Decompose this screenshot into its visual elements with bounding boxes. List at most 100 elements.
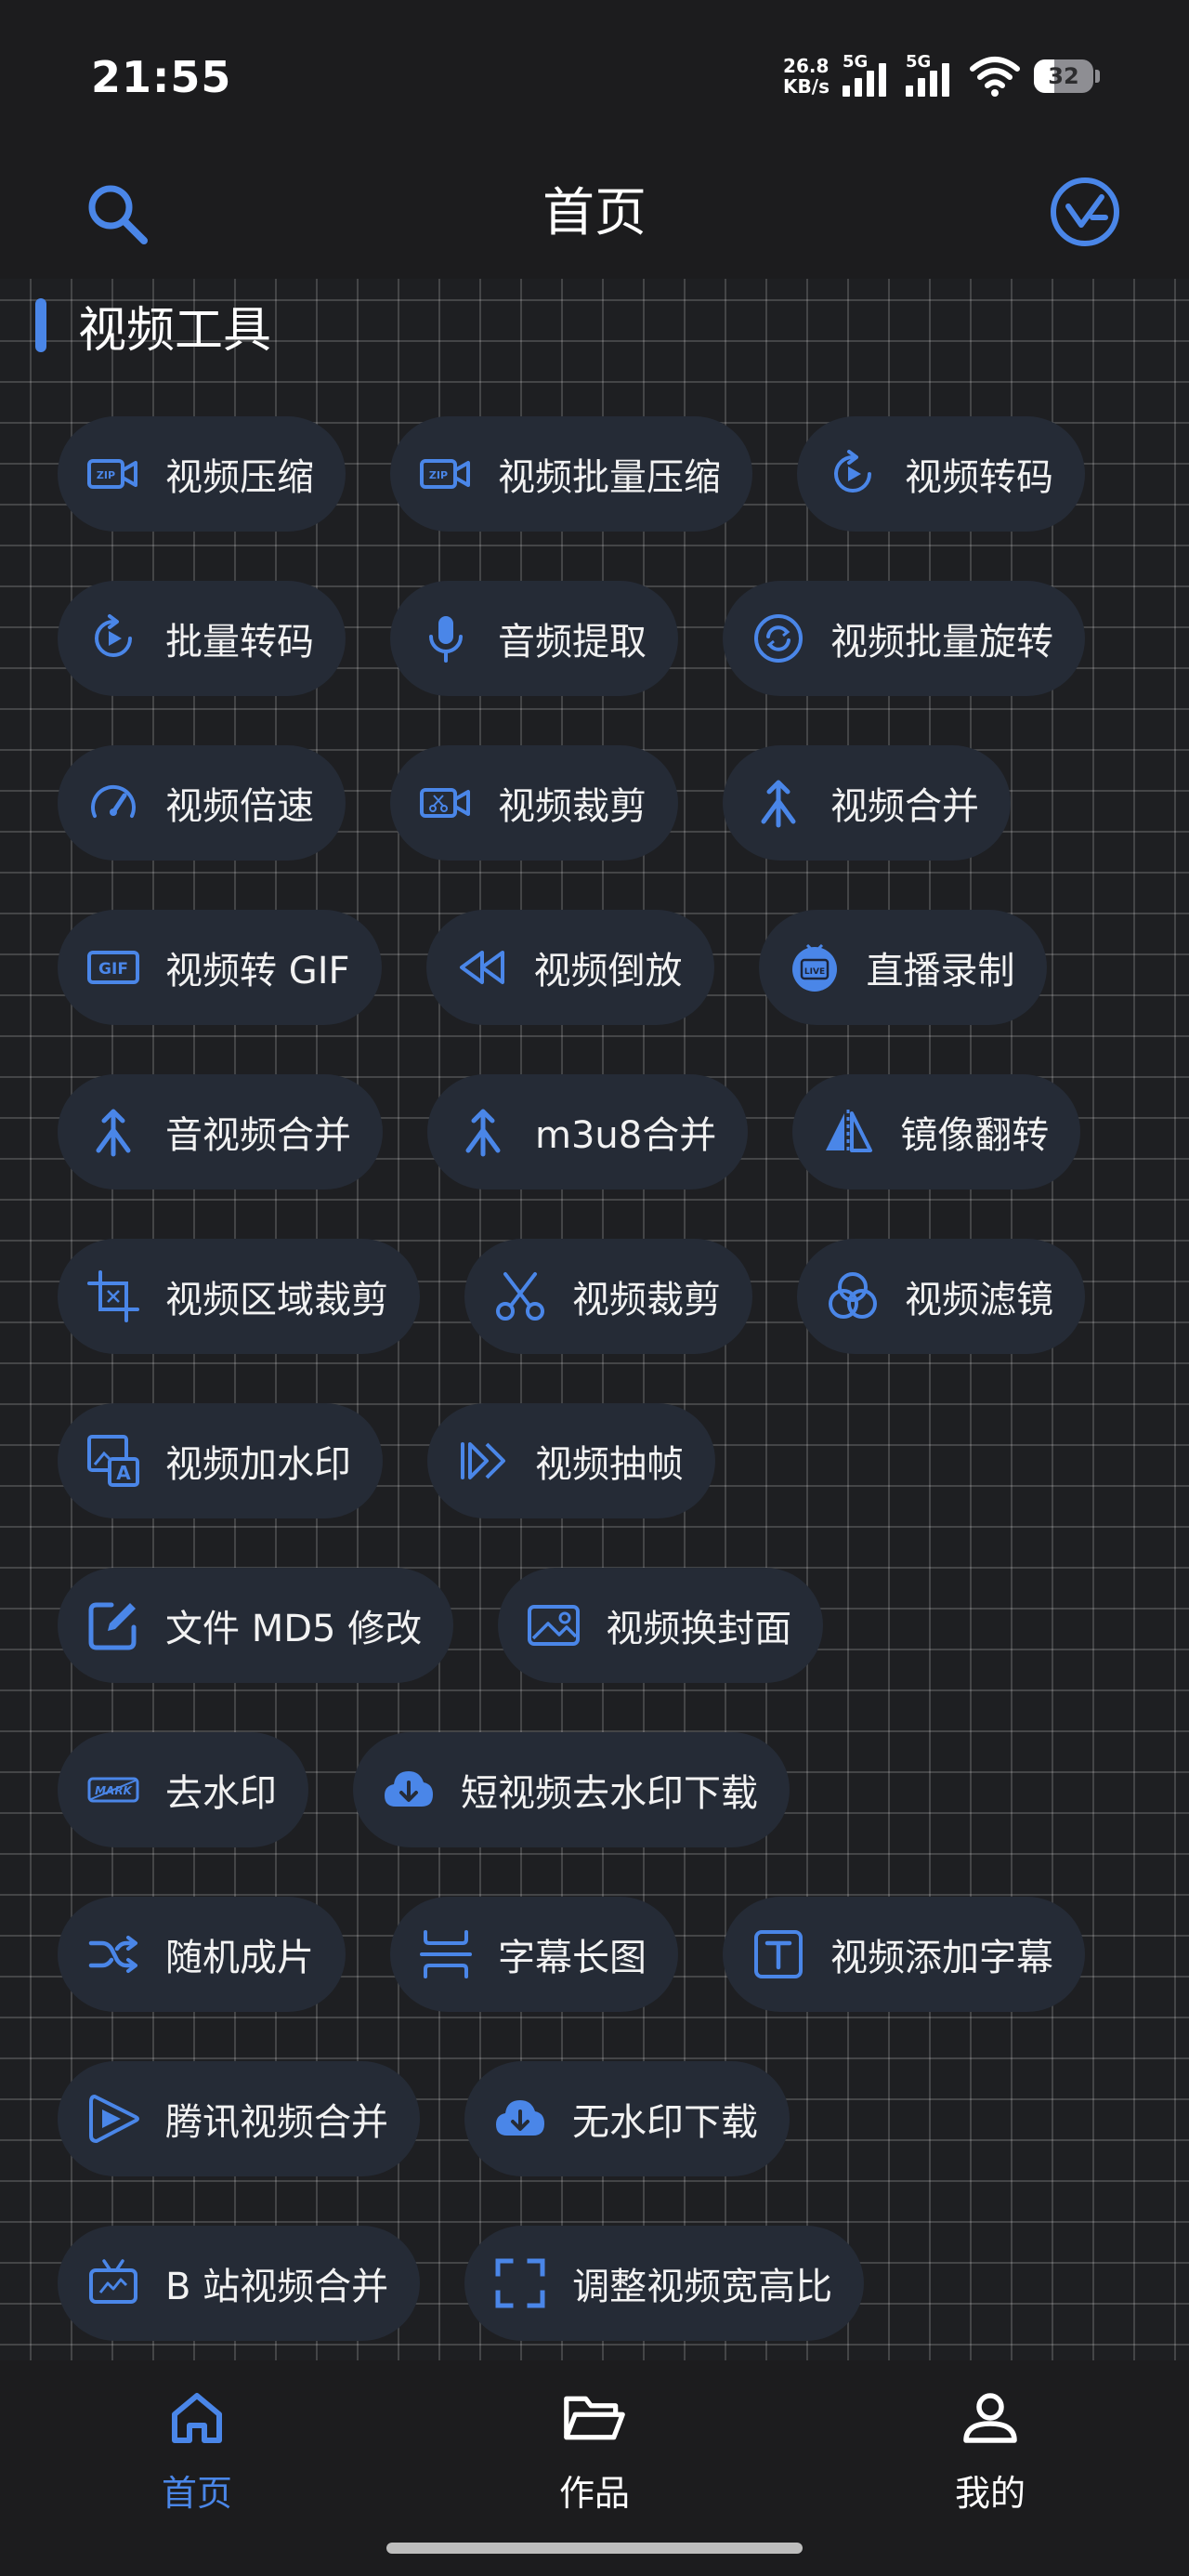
tool-label: 视频换封面 bbox=[606, 1608, 792, 1650]
wifi-icon bbox=[970, 57, 1020, 97]
subtitle-long-image-icon bbox=[420, 1928, 472, 1980]
battery-level: 32 bbox=[1048, 63, 1079, 89]
image-cover-icon bbox=[528, 1599, 581, 1651]
tool-row: 批量转码 音频提取 视频批量旋转 bbox=[58, 581, 1135, 696]
tool-label: 调整视频宽高比 bbox=[572, 2266, 833, 2308]
tool-chip-video-reverse[interactable]: 视频倒放 bbox=[425, 910, 714, 1025]
nav-label: 我的 bbox=[954, 2473, 1026, 2514]
brand-button[interactable] bbox=[1040, 167, 1130, 256]
tool-label: 音频提取 bbox=[498, 621, 647, 664]
battery-tip bbox=[1095, 70, 1100, 83]
tool-label: 视频压缩 bbox=[165, 456, 314, 499]
page-title: 首页 bbox=[542, 183, 647, 243]
tool-chip-video-transcode[interactable]: 视频转码 bbox=[797, 416, 1085, 532]
sim2-network-type: 5G bbox=[906, 52, 932, 72]
nav-item-works[interactable]: 作品 bbox=[483, 2386, 706, 2526]
tool-chip-batch-transcode[interactable]: 批量转码 bbox=[58, 581, 346, 696]
tool-label: 视频合并 bbox=[830, 785, 979, 828]
network-speed-unit: KB/s bbox=[783, 75, 830, 98]
home-icon bbox=[165, 2386, 229, 2450]
gif-icon: GIF bbox=[87, 941, 139, 993]
tool-row: GIF 视频转 GIF 视频倒放 LIVE 直播录制 bbox=[58, 910, 1135, 1025]
search-icon bbox=[88, 185, 148, 244]
tool-chip-video-to-gif[interactable]: GIF 视频转 GIF bbox=[58, 910, 382, 1025]
home-indicator[interactable] bbox=[386, 2543, 803, 2554]
tool-chip-video-merge[interactable]: 视频合并 bbox=[723, 745, 1011, 861]
tool-chip-video-add-subtitle[interactable]: 视频添加字幕 bbox=[723, 1897, 1085, 2012]
tool-chip-remove-watermark[interactable]: MARK 去水印 bbox=[58, 1732, 308, 1847]
tool-chip-video-batch-rotate[interactable]: 视频批量旋转 bbox=[723, 581, 1085, 696]
tool-chip-video-batch-compress[interactable]: ZIP 视频批量压缩 bbox=[390, 416, 752, 532]
tool-chip-video-frame-extract[interactable]: 视频抽帧 bbox=[427, 1403, 715, 1518]
person-icon bbox=[959, 2386, 1022, 2450]
speedometer-icon bbox=[87, 777, 139, 829]
tool-row: A 视频加水印 视频抽帧 bbox=[58, 1403, 1135, 1518]
tool-chip-video-cut[interactable]: 视频裁剪 bbox=[390, 745, 678, 861]
sync-circle-icon bbox=[752, 612, 804, 664]
tool-chip-no-watermark-download[interactable]: 无水印下载 bbox=[464, 2061, 790, 2176]
svg-text:A: A bbox=[116, 1462, 131, 1484]
tool-label: 随机成片 bbox=[165, 1937, 314, 1979]
bilibili-tv-icon bbox=[87, 2257, 139, 2309]
zip-video-icon: ZIP bbox=[87, 448, 139, 500]
nav-item-home[interactable]: 首页 bbox=[85, 2386, 308, 2526]
content-area[interactable]: 视频工具 ZIP 视频压缩 ZIP 视频批量压缩 视频转码 bbox=[0, 279, 1189, 2360]
tool-row: 视频倍速 视频裁剪 视频合并 bbox=[58, 745, 1135, 861]
tool-label: 视频批量旋转 bbox=[830, 621, 1053, 664]
tencent-video-icon bbox=[87, 2093, 139, 2145]
tool-chip-video-trim[interactable]: 视频裁剪 bbox=[464, 1239, 752, 1354]
battery-icon: 32 bbox=[1034, 59, 1093, 93]
tool-chip-video-area-crop[interactable]: 视频区域裁剪 bbox=[58, 1239, 420, 1354]
tool-chip-m3u8-merge[interactable]: m3u8合并 bbox=[427, 1074, 749, 1189]
tool-chip-adjust-aspect-ratio[interactable]: 调整视频宽高比 bbox=[464, 2226, 865, 2341]
filter-circles-icon bbox=[827, 1270, 879, 1322]
nav-item-mine[interactable]: 我的 bbox=[879, 2386, 1102, 2526]
tool-chip-file-md5-modify[interactable]: 文件 MD5 修改 bbox=[58, 1568, 454, 1683]
tool-label: 直播录制 bbox=[866, 950, 1015, 992]
tool-chip-video-filter[interactable]: 视频滤镜 bbox=[797, 1239, 1085, 1354]
svg-text:LIVE: LIVE bbox=[804, 967, 824, 977]
bottom-navigation: 首页 作品 我的 bbox=[0, 2360, 1189, 2576]
tool-label: 视频批量压缩 bbox=[498, 456, 721, 499]
tool-row: MARK 去水印 短视频去水印下载 bbox=[58, 1732, 1135, 1847]
tool-chip-tencent-video-merge[interactable]: 腾讯视频合并 bbox=[58, 2061, 420, 2176]
tool-label: 批量转码 bbox=[165, 621, 314, 664]
tool-chip-audio-extract[interactable]: 音频提取 bbox=[390, 581, 678, 696]
sim1-network-type: 5G bbox=[843, 52, 869, 72]
cloud-download-icon bbox=[383, 1764, 435, 1816]
tool-chip-short-video-download[interactable]: 短视频去水印下载 bbox=[353, 1732, 790, 1847]
status-time: 21:55 bbox=[91, 52, 232, 102]
brand-logo-icon bbox=[1051, 177, 1119, 246]
tool-chip-live-record[interactable]: LIVE 直播录制 bbox=[758, 910, 1047, 1025]
tool-label: 视频加水印 bbox=[165, 1443, 351, 1486]
shuffle-icon bbox=[87, 1928, 139, 1980]
tool-label: 镜像翻转 bbox=[900, 1114, 1050, 1157]
rotate-play-icon bbox=[87, 612, 139, 664]
tool-chip-video-compress[interactable]: ZIP 视频压缩 bbox=[58, 416, 346, 532]
status-icons: 26.8 KB/s 5G 5G 32 bbox=[783, 52, 1100, 100]
mirror-flip-icon bbox=[822, 1106, 874, 1158]
rewind-icon bbox=[456, 941, 508, 993]
crop-icon bbox=[87, 1270, 139, 1322]
tool-chip-subtitle-long-image[interactable]: 字幕长图 bbox=[390, 1897, 678, 2012]
tool-chip-random-clip[interactable]: 随机成片 bbox=[58, 1897, 346, 2012]
tool-chip-video-add-watermark[interactable]: A 视频加水印 bbox=[58, 1403, 383, 1518]
search-button[interactable] bbox=[78, 175, 156, 253]
tool-row: B 站视频合并 调整视频宽高比 bbox=[58, 2226, 1135, 2341]
tool-chip-audio-video-merge[interactable]: 音视频合并 bbox=[58, 1074, 383, 1189]
nav-label: 首页 bbox=[161, 2473, 232, 2514]
live-tv-icon: LIVE bbox=[789, 941, 841, 993]
sim1-signal-icon: 5G bbox=[843, 52, 893, 97]
cloud-download-icon bbox=[494, 2093, 546, 2145]
tool-chip-mirror-flip[interactable]: 镜像翻转 bbox=[792, 1074, 1081, 1189]
tool-chip-video-change-cover[interactable]: 视频换封面 bbox=[498, 1568, 824, 1683]
tool-chip-video-speed[interactable]: 视频倍速 bbox=[58, 745, 346, 861]
tool-row: 文件 MD5 修改 视频换封面 bbox=[58, 1568, 1135, 1683]
scissor-video-icon bbox=[420, 777, 472, 829]
network-speed: 26.8 KB/s bbox=[783, 56, 830, 97]
tool-label: 视频转 GIF bbox=[165, 950, 350, 992]
tool-chip-bilibili-video-merge[interactable]: B 站视频合并 bbox=[58, 2226, 421, 2341]
watermark-image-icon: A bbox=[87, 1435, 139, 1487]
nav-label: 作品 bbox=[558, 2473, 630, 2514]
frame-skip-icon bbox=[457, 1435, 509, 1487]
